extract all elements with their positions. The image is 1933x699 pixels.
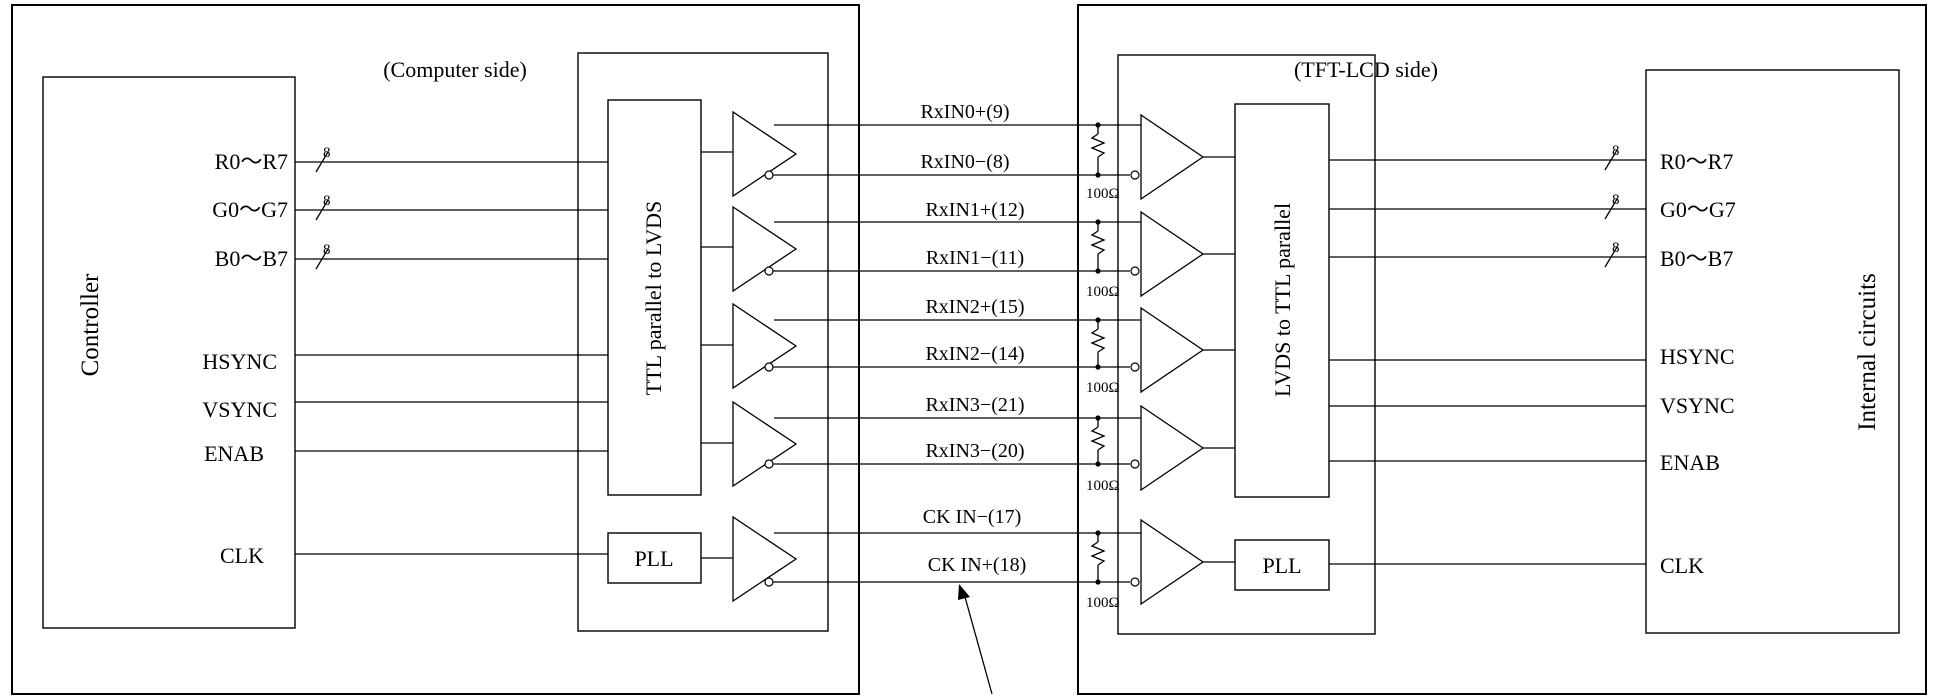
rx-signal-clk: CLK (1660, 553, 1704, 578)
tx-driver-2 (732, 302, 798, 390)
internal-circuits-block (1645, 69, 1900, 634)
tx-signal-enab: ENAB (204, 441, 264, 466)
lvds-label-rxin0-plus: RxIN0+(9) (920, 101, 1009, 123)
lcd-side-title: (TFT-LCD side) (1294, 57, 1438, 82)
tx-bus-width-r: 8 (323, 145, 331, 161)
receiver-block (1117, 54, 1376, 635)
lvds-label-rxin0-minus: RxIN0−(8) (920, 151, 1009, 173)
rx-receiver-3 (1130, 404, 1205, 492)
tx-signal-g: G0～G7 (212, 197, 288, 222)
rx-bus-width-g: 8 (1612, 192, 1620, 208)
controller-block (42, 76, 296, 629)
ttl-to-lvds-block (607, 99, 702, 496)
tx-signal-vsync: VSYNC (202, 397, 277, 422)
rx-internal-wires (1203, 156, 1235, 563)
termination-label-1: 100Ω (1086, 284, 1120, 300)
termination-label-2: 100Ω (1086, 380, 1120, 396)
termination-label-3: 100Ω (1086, 478, 1120, 494)
lvds-label-ckin-minus: CK IN−(17) (923, 506, 1022, 528)
lvds-label-rxin3-a: RxIN3−(21) (925, 394, 1024, 416)
termination-resistors (1090, 122, 1106, 585)
tx-signal-hsync: HSYNC (202, 349, 277, 374)
rx-signal-enab: ENAB (1660, 450, 1720, 475)
rx-signal-vsync: VSYNC (1660, 393, 1735, 418)
tx-driver-3 (732, 400, 798, 488)
rx-pll-label: PLL (1262, 553, 1301, 578)
rx-receiver-1 (1130, 210, 1205, 298)
tx-signal-b: B0～B7 (215, 246, 288, 271)
computer-side-frame (11, 4, 860, 695)
rx-receiver-0 (1130, 113, 1205, 201)
termination-label-clk: 100Ω (1086, 595, 1120, 611)
tx-bus-width-b: 8 (323, 242, 331, 258)
lvds-label-rxin3-b: RxIN3−(20) (925, 440, 1024, 462)
transmitter-block (577, 52, 829, 632)
computer-side-title: (Computer side) (383, 57, 527, 82)
controller-label: Controller (77, 273, 104, 376)
lvds-label-rxin1-plus: RxIN1+(12) (925, 199, 1024, 221)
rx-bus-width-b: 8 (1612, 240, 1620, 256)
lvds-label-rxin2-plus: RxIN2+(15) (925, 296, 1024, 318)
rx-signal-b: B0～B7 (1660, 246, 1733, 271)
rx-signal-hsync: HSYNC (1660, 344, 1735, 369)
lvds-to-ttl-block (1234, 103, 1330, 498)
lcd-side-frame (1077, 4, 1927, 695)
rx-bus-width-r: 8 (1612, 143, 1620, 159)
lvds-wires (773, 124, 1141, 583)
rx-bus-slashes (1604, 149, 1618, 268)
tx-signal-clk: CLK (220, 543, 264, 568)
tx-internal-wires (701, 151, 733, 559)
rx-signal-g: G0～G7 (1660, 197, 1736, 222)
tx-input-wires (295, 161, 608, 555)
tx-signal-r: R0～R7 (215, 149, 288, 174)
tx-bus-width-g: 8 (323, 193, 331, 209)
cable-pointer-arrow (958, 584, 993, 695)
tx-driver-1 (732, 205, 798, 293)
rx-receiver-clk (1130, 518, 1205, 606)
rx-pll-block (1234, 539, 1330, 591)
internal-circuits-label: Internal circuits (1854, 273, 1881, 431)
lvds-label-rxin2-minus: RxIN2−(14) (925, 343, 1024, 365)
tx-driver-0 (732, 110, 798, 198)
termination-label-0: 100Ω (1086, 186, 1120, 202)
tx-driver-clk (732, 515, 798, 603)
tx-bus-slashes (315, 151, 329, 270)
lvds-label-ckin-plus: CK IN+(18) (928, 554, 1027, 576)
tx-pll-label: PLL (634, 546, 673, 571)
ttl-to-lvds-label: TTL parallel to LVDS (641, 201, 666, 396)
rx-output-wires (1329, 159, 1646, 565)
lvds-label-rxin1-minus: RxIN1−(11) (926, 247, 1024, 269)
rx-receiver-2 (1130, 306, 1205, 394)
lvds-to-ttl-label: LVDS to TTL parallel (1270, 203, 1295, 397)
rx-signal-r: R0～R7 (1660, 149, 1733, 174)
